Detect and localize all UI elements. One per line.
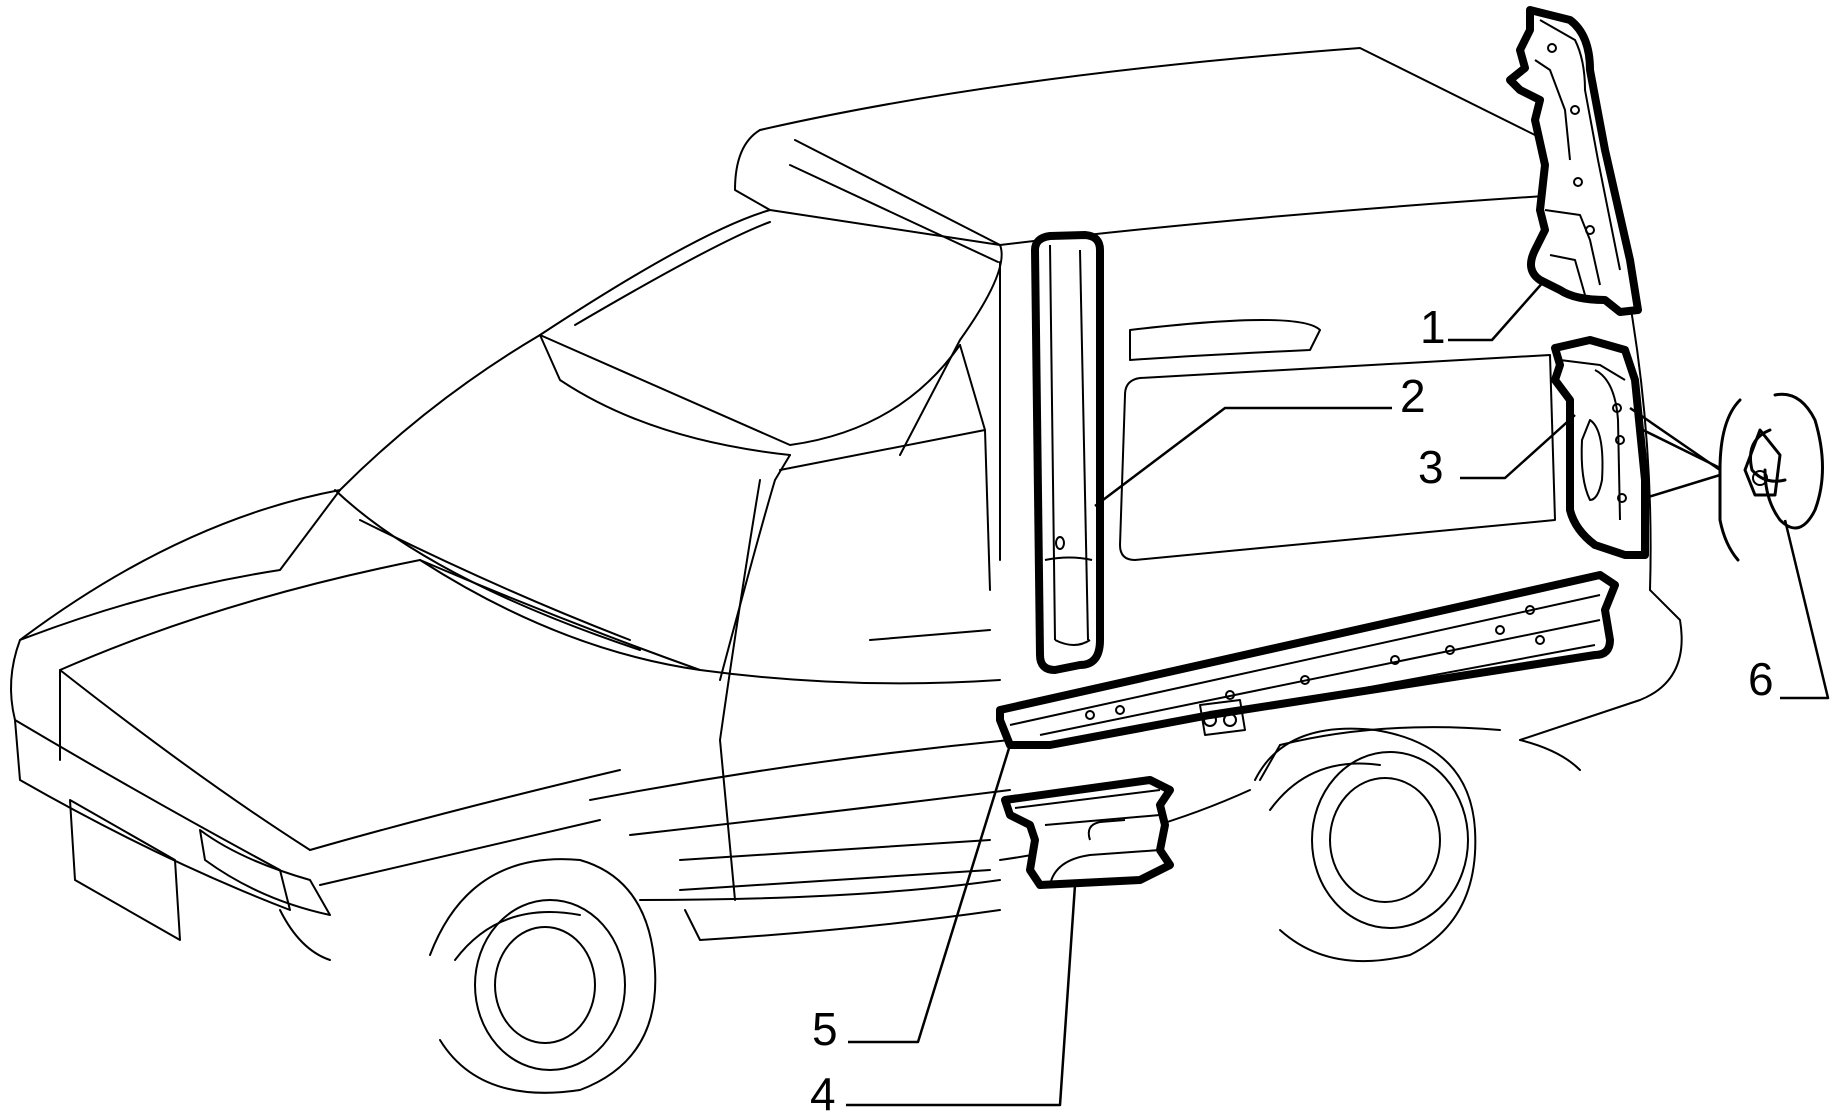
- rear-wheel: [1254, 727, 1477, 963]
- part-5-side-sill: [996, 571, 1619, 749]
- callout-labels: 1 2 3 4 5 6: [810, 301, 1774, 1115]
- part-3-rear-lower-corner: [1551, 336, 1649, 559]
- front-wheel: [429, 858, 657, 1094]
- leader-3: [1460, 414, 1576, 480]
- callout-2: 2: [1400, 370, 1426, 422]
- leader-2: [1094, 406, 1392, 507]
- leader-6: [1780, 519, 1830, 700]
- vehicle-outline: [10, 47, 1683, 961]
- part-1-rear-upper-pillar: [1506, 6, 1642, 316]
- leader-1: [1448, 279, 1546, 342]
- callout-1: 1: [1420, 301, 1446, 353]
- part-6-grommet: [1629, 392, 1824, 562]
- leader-4: [846, 884, 1077, 1107]
- callout-5: 5: [812, 1003, 838, 1055]
- leader-5: [848, 744, 1012, 1044]
- callout-3: 3: [1418, 441, 1444, 493]
- callout-4: 4: [810, 1068, 836, 1115]
- callout-6: 6: [1748, 653, 1774, 705]
- part-2-b-pillar-panel: [1031, 231, 1104, 674]
- leader-lines: [846, 279, 1830, 1107]
- part-4-sill-reinforcement: [1001, 776, 1174, 889]
